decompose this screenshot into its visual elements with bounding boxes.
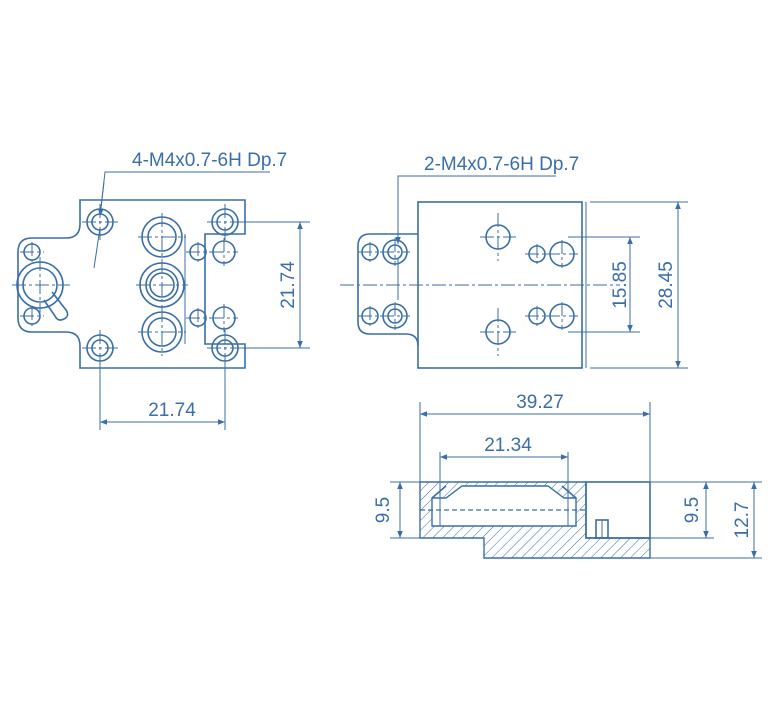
side-dim-inner: 15.85 — [610, 261, 631, 309]
side-thread-callout: 2-M4x0.7-6H Dp.7 — [424, 154, 579, 175]
front-right-holes — [186, 238, 238, 332]
side-lug-holes — [358, 238, 410, 330]
front-small-hole-top — [20, 242, 44, 262]
section-slot — [431, 485, 577, 527]
front-thread-hole-bl — [82, 330, 118, 366]
section-dim-overall: 39.27 — [516, 392, 564, 413]
front-thread-callout: 4-M4x0.7-6H Dp.7 — [132, 150, 287, 171]
side-body-holes — [480, 213, 578, 356]
front-view-outline — [17, 199, 246, 369]
front-view: 4-M4x0.7-6H Dp.7 21.74 21.74 — [12, 150, 310, 430]
side-view-lug — [357, 233, 419, 347]
section-dim-right-height: 9.5 — [682, 497, 703, 523]
front-port-top — [138, 213, 186, 261]
section-dim-slot: 21.34 — [484, 435, 532, 456]
front-thread-hole-tl — [82, 204, 118, 240]
front-dim-horizontal: 21.74 — [148, 400, 196, 421]
side-view: 2-M4x0.7-6H Dp.7 15.85 28.45 — [340, 154, 688, 369]
front-port-center — [136, 259, 188, 311]
section-dim-total-height: 12.7 — [732, 502, 753, 539]
front-thread-hole-br — [207, 330, 243, 366]
front-dim-vertical: 21.74 — [278, 261, 299, 309]
front-small-hole-bottom — [20, 306, 44, 326]
front-port-left — [12, 257, 70, 321]
side-dim-outer: 28.45 — [656, 261, 677, 309]
section-view: 39.27 21.34 9.5 9.5 12.7 — [373, 392, 762, 559]
section-dim-left-height: 9.5 — [373, 497, 394, 523]
front-port-bottom — [138, 308, 186, 356]
